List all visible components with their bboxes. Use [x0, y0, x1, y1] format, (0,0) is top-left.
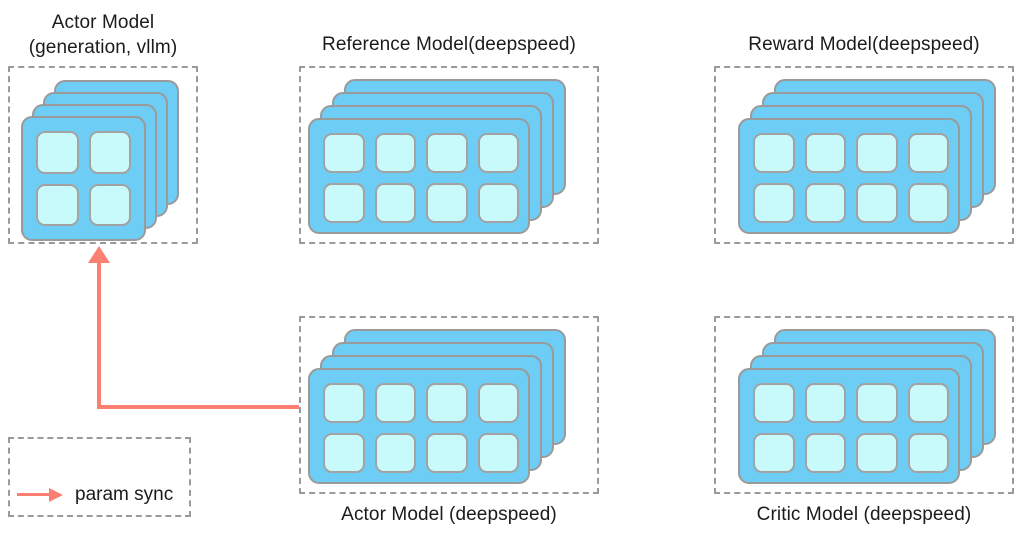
card-cell: [753, 433, 795, 473]
group-box-reference: [299, 66, 599, 244]
card-cell: [753, 183, 795, 223]
card-stack-actor-vllm: [8, 66, 198, 244]
card-layer-1: [21, 116, 146, 241]
card-grid-actor-deepspeed: [323, 383, 519, 473]
card-cell: [374, 183, 416, 223]
card-cell: [753, 383, 795, 423]
group-label-reward: Reward Model(deepspeed): [748, 34, 980, 55]
card-cell: [856, 133, 898, 173]
card-cell: [36, 183, 79, 226]
group-label-actor-deepspeed: Actor Model (deepspeed): [341, 504, 557, 525]
card-cell: [426, 183, 468, 223]
group-box-reward: [714, 66, 1014, 244]
card-layer-1: [738, 368, 960, 484]
card-cell: [426, 383, 468, 423]
card-layer-1: [738, 118, 960, 234]
card-cell: [477, 383, 519, 423]
group-box-actor-deepspeed: [299, 316, 599, 494]
group-box-actor-vllm: [8, 66, 198, 244]
card-cell: [36, 131, 79, 174]
group-box-critic: [714, 316, 1014, 494]
card-cell: [907, 383, 949, 423]
card-cell: [804, 433, 846, 473]
card-cell: [88, 183, 131, 226]
param-sync-connector-vertical: [97, 262, 101, 409]
card-cell: [804, 133, 846, 173]
card-cell: [753, 133, 795, 173]
card-cell: [907, 433, 949, 473]
card-cell: [323, 433, 365, 473]
group-label-reference: Reference Model(deepspeed): [322, 34, 576, 55]
arrow-right-icon: [17, 488, 63, 502]
card-cell: [323, 133, 365, 173]
card-cell: [477, 133, 519, 173]
card-layer-1: [308, 118, 530, 234]
card-grid-actor-vllm: [36, 131, 131, 226]
card-stack-reward: [714, 66, 1014, 244]
card-cell: [323, 183, 365, 223]
param-sync-connector-horizontal: [97, 405, 299, 409]
card-cell: [374, 383, 416, 423]
card-cell: [907, 133, 949, 173]
card-stack-actor-deepspeed: [299, 316, 599, 494]
card-grid-reference: [323, 133, 519, 223]
legend-box: [8, 437, 191, 517]
legend-item-param-sync: param sync: [17, 482, 187, 508]
card-stack-reference: [299, 66, 599, 244]
card-grid-reward: [753, 133, 949, 223]
card-cell: [323, 383, 365, 423]
card-cell: [856, 433, 898, 473]
legend-label-param-sync: param sync: [75, 484, 174, 505]
card-cell: [426, 433, 468, 473]
group-label-critic: Critic Model (deepspeed): [756, 504, 972, 525]
card-cell: [856, 183, 898, 223]
group-label-actor-vllm: Actor Model (generation, vllm): [28, 12, 178, 58]
card-cell: [374, 133, 416, 173]
card-cell: [856, 383, 898, 423]
param-sync-arrowhead-icon: [88, 246, 110, 263]
card-cell: [426, 133, 468, 173]
card-stack-critic: [714, 316, 1014, 494]
card-cell: [907, 183, 949, 223]
card-cell: [374, 433, 416, 473]
card-layer-1: [308, 368, 530, 484]
card-cell: [477, 433, 519, 473]
card-grid-critic: [753, 383, 949, 473]
card-cell: [804, 183, 846, 223]
card-cell: [88, 131, 131, 174]
card-cell: [804, 383, 846, 423]
card-cell: [477, 183, 519, 223]
